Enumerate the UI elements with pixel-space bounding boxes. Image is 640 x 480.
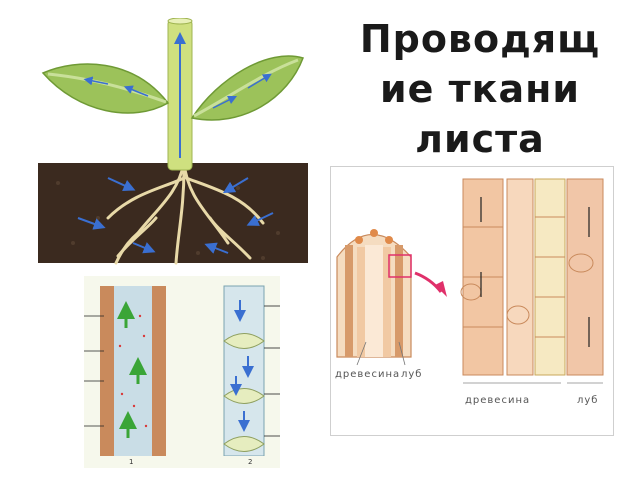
vessels-svg [84, 285, 280, 457]
plant-illustration [38, 17, 308, 268]
plant-svg [38, 17, 308, 265]
vessel-1-left-wall [100, 286, 114, 456]
left-leaf [41, 63, 170, 114]
label-bast-small: луб [401, 369, 423, 380]
magnify-arrow [414, 271, 443, 293]
water-arrows [77, 177, 274, 254]
vessel-2 [223, 285, 265, 457]
vessel-1-right-wall [152, 286, 166, 456]
stem-tissue-svg [336, 178, 604, 384]
vessel-1-lumen [114, 286, 152, 456]
vessel-1-arrows [117, 301, 147, 438]
stem-tissue-illustration: древесина луб древесина луб [330, 166, 614, 436]
page-title: Проводящ ие ткани листа [330, 14, 630, 164]
label-wood-large: древесина [465, 395, 531, 406]
title-line-3: листа [415, 117, 545, 161]
label-wood-small: древесина [335, 369, 401, 380]
vessel-2-arrows [230, 300, 254, 432]
vessel-1-label: 1 [129, 458, 134, 466]
soil [38, 163, 308, 263]
vessels-illustration: 1 2 [84, 276, 280, 468]
stem-section [336, 229, 412, 366]
magnified-tissue [460, 178, 604, 384]
label-bast-large: луб [577, 395, 599, 406]
title-line-1: Проводящ [359, 17, 601, 61]
title-line-2: ие ткани [380, 67, 580, 111]
vessel-2-label: 2 [248, 458, 253, 466]
roots [106, 161, 265, 265]
